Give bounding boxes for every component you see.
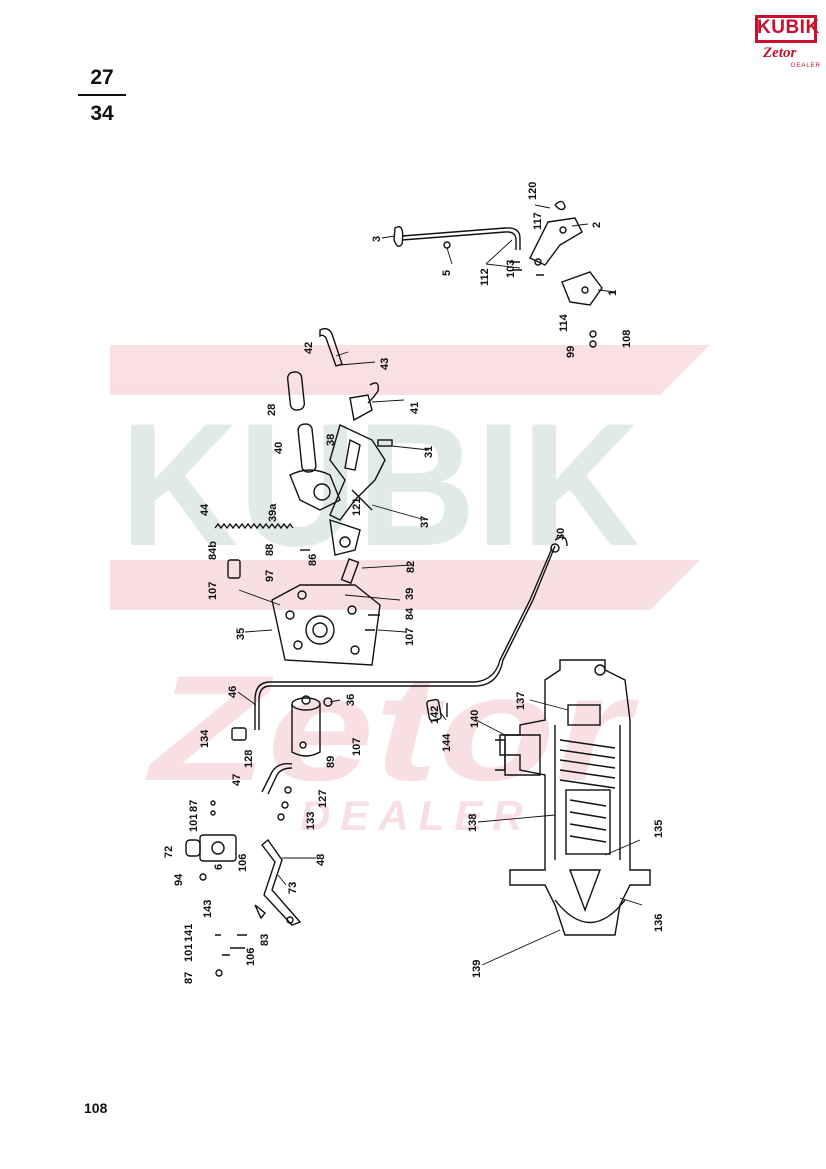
part-label: 136 [653, 914, 665, 932]
part-label: 39 [404, 588, 416, 600]
part-label: 30 [555, 528, 567, 540]
part-label: 5 [441, 270, 453, 276]
part-label: 39a [267, 503, 279, 522]
cylinder-36 [231, 695, 333, 757]
part-label: 73 [287, 882, 299, 894]
watermark-brand: KUBIK [120, 388, 640, 583]
part-label: 37 [419, 516, 431, 528]
part-label: 86 [307, 554, 319, 566]
pedal-assembly [286, 327, 393, 584]
watermark-tag: DEALER [300, 792, 533, 839]
part-label: 107 [404, 628, 416, 646]
part-label: 82 [405, 561, 417, 573]
watermark-sub: Zetor [145, 644, 640, 812]
part-label: 107 [351, 738, 363, 756]
part-label: 114 [558, 313, 570, 332]
part-label: 99 [565, 346, 577, 358]
fraction-denominator: 34 [90, 102, 114, 125]
part-label: 1 [607, 290, 619, 296]
logo-brand: KUBIK [757, 17, 820, 38]
part-label: 138 [467, 814, 479, 832]
part-label: 97 [264, 570, 276, 582]
parts-drawing [185, 200, 651, 977]
brake-line-30 [254, 547, 553, 730]
base-plate [227, 559, 381, 666]
part-label: 35 [235, 628, 247, 640]
part-labels: 1 2 3 5 120 117 103 112 114 99 108 42 43… [163, 182, 665, 984]
part-label: 83 [259, 934, 271, 946]
part-label: 87 [188, 800, 200, 812]
logo-tag: DEALER [791, 63, 822, 69]
part-label: 120 [527, 182, 539, 200]
part-label: 133 [305, 812, 317, 830]
part-label: 3 [371, 236, 383, 242]
part-label: 84 [404, 607, 416, 620]
part-label: 106 [237, 854, 249, 872]
part-label: 121 [351, 498, 363, 516]
page-fraction: 27 34 [78, 66, 126, 126]
part-label: 72 [163, 846, 175, 858]
part-label: 47 [231, 774, 243, 786]
part-label: 144 [441, 733, 453, 752]
part-label: 107 [207, 582, 219, 600]
part-label: 89 [325, 756, 337, 768]
part-label: 112 [479, 268, 491, 286]
hose-47 [261, 762, 293, 793]
part-label: 103 [505, 260, 517, 278]
leader-lines [237, 204, 643, 966]
part-label: 28 [266, 404, 278, 416]
part-label: 6 [213, 864, 225, 870]
logo-sub: Zetor [763, 45, 797, 61]
part-label: 135 [653, 820, 665, 838]
logo-box [755, 15, 817, 43]
part-label: 142 [429, 706, 441, 724]
part-label: 36 [345, 694, 357, 706]
part-label: 31 [423, 446, 435, 458]
part-label: 140 [469, 710, 481, 728]
part-label: 101 [183, 944, 195, 962]
part-label: 40 [273, 442, 285, 454]
spring-44 [214, 522, 294, 530]
part-label: 2 [591, 222, 603, 228]
part-label: 117 [532, 212, 544, 230]
part-label: 84b [207, 541, 219, 560]
watermark: KUBIK Zetor DEALER [110, 345, 710, 839]
brand-logo: KUBIK Zetor DEALER [755, 15, 820, 73]
part-label: 139 [471, 960, 483, 978]
part-label: 43 [379, 358, 391, 370]
part-label: 127 [317, 790, 329, 808]
part-label: 38 [325, 434, 337, 446]
part-label: 143 [202, 900, 214, 918]
part-label: 42 [303, 342, 315, 354]
part-label: 88 [264, 544, 276, 556]
part-label: 48 [315, 854, 327, 866]
part-label: 108 [621, 330, 633, 348]
rod-assembly [393, 200, 603, 348]
switch-lever-assembly [185, 800, 302, 977]
part-label: 44 [199, 503, 211, 516]
master-cylinder-section [426, 659, 651, 936]
part-label: 128 [243, 750, 255, 768]
part-label: 101 [188, 814, 200, 832]
fraction-bar [78, 94, 126, 96]
part-label: 46 [227, 686, 239, 698]
part-label: 41 [409, 402, 421, 414]
part-label: 141 [183, 924, 195, 942]
part-label: 106 [245, 948, 257, 966]
part-label: 134 [199, 729, 211, 748]
part-label: 94 [173, 873, 185, 886]
part-label: 137 [515, 692, 527, 710]
part-label: 87 [183, 972, 195, 984]
fraction-numerator: 27 [90, 66, 114, 89]
page-number: 108 [84, 1100, 108, 1116]
